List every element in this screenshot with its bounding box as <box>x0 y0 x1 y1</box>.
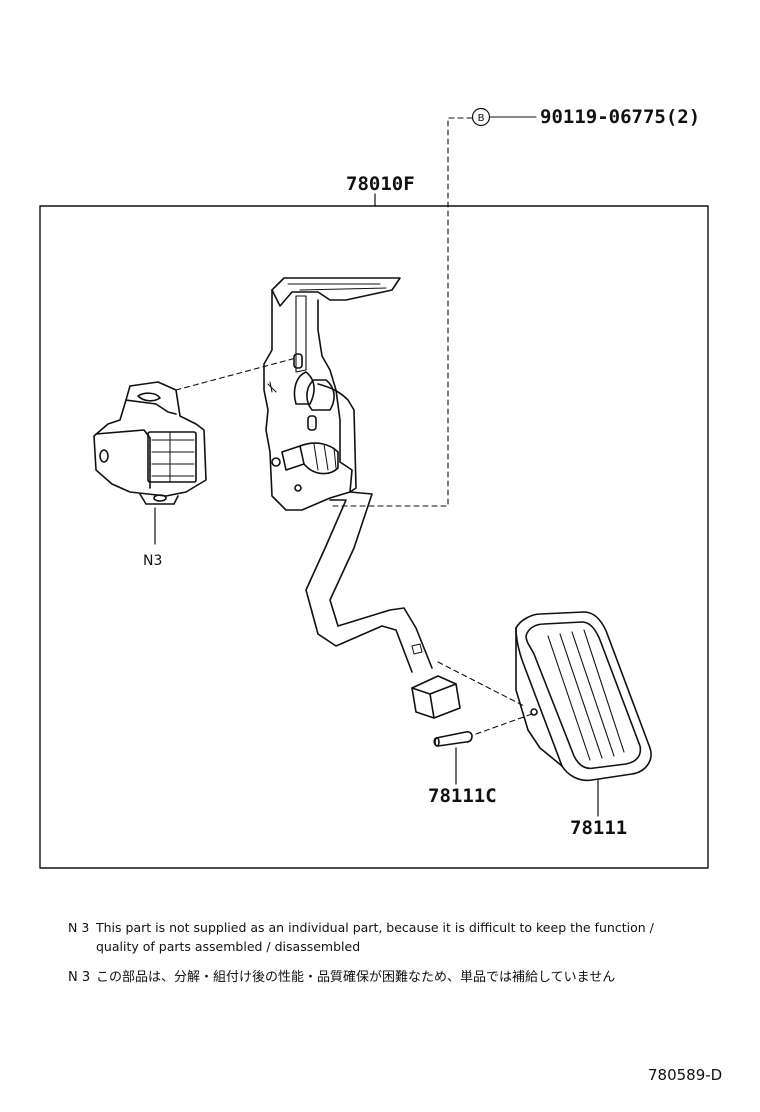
label-assembly: 78010F <box>346 173 415 195</box>
pedal-pad <box>515 611 652 782</box>
pedal-arm <box>305 491 433 673</box>
label-sensor: N3 <box>143 553 162 569</box>
note-japanese-text: この部品は、分解・組付け後の性能・品質確保が困難なため、単品では補給していません <box>96 970 616 985</box>
bolt-marker-circle <box>471 107 491 127</box>
note-english: N 3 This part is not supplied as an indiv… <box>68 918 654 956</box>
pedal-bracket <box>263 277 401 511</box>
throttle-sensor <box>93 381 207 505</box>
reference-code: 780589-D <box>648 1066 723 1084</box>
label-pad: 78111 <box>570 817 627 839</box>
pedal-stopper <box>411 675 461 719</box>
note-english-line1: This part is not supplied as an individu… <box>96 920 654 935</box>
assembly-frame <box>39 205 709 869</box>
alignment-lines <box>175 357 533 735</box>
pin <box>433 731 473 747</box>
label-bolt: 90119-06775(2) <box>540 106 700 128</box>
bolt-leader <box>329 117 473 507</box>
note-japanese: N 3 この部品は、分解・組付け後の性能・品質確保が困難なため、単品では補給してい… <box>68 968 615 987</box>
note-english-line2: quality of parts assembled / disassemble… <box>96 939 361 954</box>
note-japanese-tag: N 3 <box>68 970 91 985</box>
note-english-tag: N 3 <box>68 920 90 935</box>
label-pin: 78111C <box>428 785 497 807</box>
bolt-marker-letter: B <box>478 113 485 124</box>
